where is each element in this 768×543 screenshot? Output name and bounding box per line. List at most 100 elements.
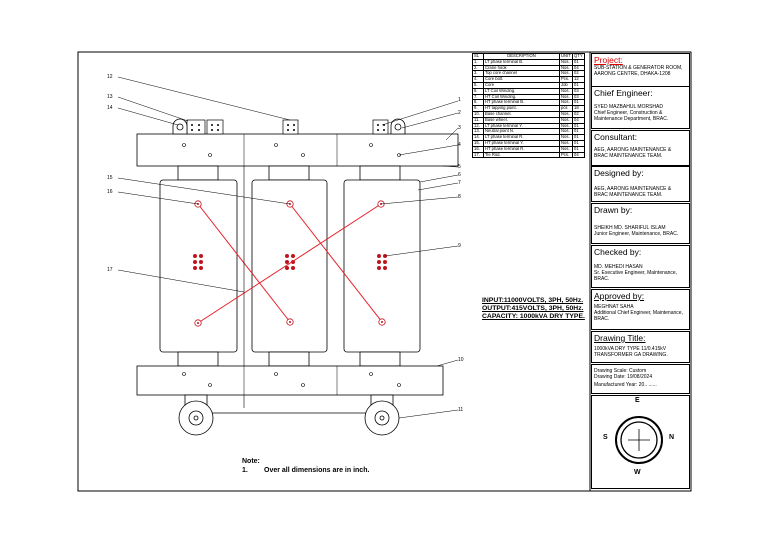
designed-by-line-1: AEG, AARONG MAINTENANCE & <box>594 186 672 192</box>
callout-12: 12 <box>107 74 113 80</box>
drawn-by-line-1: SHEIKH MD. SHARIFUL ISLAM <box>594 225 666 231</box>
callout-8: 8 <box>458 194 461 200</box>
bom-qty: 01 <box>572 145 585 153</box>
bom-unit: Nos. <box>559 139 573 147</box>
compass-label-top: E <box>635 397 640 404</box>
checked-by-line-1: MD. MEHEDI HASAN <box>594 264 643 270</box>
approved-by-box: Approved by: MEGHNAT SAHA Additional Chi… <box>591 289 690 330</box>
transformer-spec: INPUT:11000VOLTS, 3PH, 50Hz. OUTPUT:415V… <box>482 297 585 321</box>
drawing-title-line-2: TRANSFORMER GA DRAWING. <box>594 352 668 358</box>
bom-row: 16.HT phase terminal R.Nos.01 <box>472 145 585 153</box>
project-line-1: SUB-STATION & GENERATOR ROOM, <box>594 65 683 71</box>
bom-qty: 04 <box>572 151 585 159</box>
bom-qty: 01 <box>572 139 585 147</box>
callout-6: 6 <box>458 172 461 178</box>
consultant-line-2: BRAC MAINTENANCE TEAM. <box>594 153 663 159</box>
callout-16: 16 <box>107 189 113 195</box>
note-title: Note: <box>242 458 260 465</box>
callout-13: 13 <box>107 94 113 100</box>
callout-15: 15 <box>107 175 113 181</box>
manufactured-year: Manufactured Year: 20.. ...... <box>594 382 657 388</box>
drawing-note: Note: 1. Over all dimensions are in inch. <box>242 457 369 475</box>
bom-qty: 01 <box>572 128 585 136</box>
bom-row: 17.Tie Rod.Pcs.04 <box>472 151 585 159</box>
callout-10: 10 <box>458 357 464 363</box>
note-item-text: Over all dimensions are in inch. <box>264 467 370 474</box>
compass-label-right: N <box>669 434 675 441</box>
checked-by-box: Checked by: MD. MEHEDI HASAN Sr. Executi… <box>591 245 690 288</box>
approved-by-line-2: Additional Chief Engineer, Maintenance, <box>594 310 683 316</box>
callout-4: 4 <box>458 142 461 148</box>
project-line-2: AARONG CENTRE, DHAKA-1208 <box>594 71 671 77</box>
bill-of-materials-table: SL DESCRIPTION UNIT QTY 1.LT phase termi… <box>472 53 585 159</box>
sheet-border <box>77 51 692 492</box>
compass-label-left: S <box>603 434 608 441</box>
approved-by-heading: Approved by: <box>594 291 645 301</box>
base-wheels <box>178 394 400 436</box>
consultant-line-1: AEG, AARONG MAINTENANCE & <box>594 147 672 153</box>
bom-unit: Nos. <box>559 134 573 141</box>
callout-5: 5 <box>458 164 461 170</box>
drawing-date: Drawing Date: 19/08/2024 <box>594 374 653 380</box>
bom-header-row: SL DESCRIPTION UNIT QTY <box>472 53 585 60</box>
chief-engineer-line-2: Chief Engineer, Construction & <box>594 110 663 116</box>
compass-label-bottom: W <box>634 469 641 476</box>
chief-engineer-box: Chief Engineer: SYED MAZBAHUL MORSHAD Ch… <box>591 86 690 129</box>
compass <box>615 416 663 464</box>
coil-windings <box>159 165 421 367</box>
checked-by-heading: Checked by: <box>594 247 642 257</box>
crane-hooks <box>172 118 406 135</box>
callout-2: 2 <box>458 110 461 116</box>
chief-engineer-heading: Chief Engineer: <box>594 88 653 98</box>
bom-unit: Pcs. <box>559 151 573 159</box>
callout-17: 17 <box>107 267 113 273</box>
callout-11: 11 <box>458 407 464 413</box>
bom-row: 13.Neutral point N.Nos.01 <box>472 128 585 136</box>
leader-lines <box>117 76 459 419</box>
lt-terminals <box>186 119 389 135</box>
bom-header-unit: UNIT <box>559 53 573 60</box>
chief-engineer-line-1: SYED MAZBAHUL MORSHAD <box>594 104 663 110</box>
project-heading: Project: <box>594 55 623 65</box>
checked-by-line-3: BRAC. <box>594 276 610 282</box>
callout-7: 7 <box>458 180 461 186</box>
drawing-title-line-1: 1000kVA DRY TYPE 11/0.415kV <box>594 346 667 352</box>
approved-by-line-1: MEGHNAT SAHA <box>594 304 634 310</box>
compass-box <box>591 395 690 489</box>
drawing-info-box: Drawing Scale: Custom Drawing Date: 19/0… <box>591 364 690 394</box>
approved-by-line-3: BRAC. <box>594 316 610 322</box>
drawing-scale: Drawing Scale: Custom <box>594 368 647 374</box>
checked-by-line-2: Sr. Executive Engineer, Maintenance, <box>594 270 678 276</box>
drawing-title-heading: Drawing Title: <box>594 333 646 343</box>
callout-9: 9 <box>458 243 461 249</box>
designed-by-line-2: BRAC MAINTENANCE TEAM. <box>594 192 663 198</box>
consultant-heading: Consultant: <box>594 132 637 142</box>
spec-output: OUTPUT:415VOLTS, 3PH, 50Hz. <box>482 305 584 312</box>
bom-row: 14.LT phase terminal R.Nos.01 <box>472 134 585 141</box>
designed-by-heading: Designed by: <box>594 168 644 178</box>
note-item: 1. Over all dimensions are in inch. <box>242 466 369 475</box>
bom-header-qty: QTY <box>572 53 585 60</box>
callout-3: 3 <box>458 125 461 131</box>
designed-by-box: Designed by: AEG, AARONG MAINTENANCE & B… <box>591 166 690 202</box>
callout-14: 14 <box>107 105 113 111</box>
bom-unit: Nos. <box>559 145 573 153</box>
chief-engineer-line-3: Maintenance Department, BRAC. <box>594 116 669 122</box>
bom-unit: Nos. <box>559 128 573 136</box>
bom-qty: 01 <box>572 134 585 141</box>
bom-row: 15.HT phase terminal Y.Nos.01 <box>472 139 585 147</box>
callout-1: 1 <box>458 97 461 103</box>
spec-capacity: CAPACITY: 1000kVA DRY TYPE. <box>482 313 585 320</box>
drawn-by-box: Drawn by: SHEIKH MD. SHARIFUL ISLAM Juni… <box>591 203 690 244</box>
consultant-box: Consultant: AEG, AARONG MAINTENANCE & BR… <box>591 130 690 166</box>
bom-description: Tie Rod. <box>483 151 560 159</box>
core-bolts-top <box>182 143 401 157</box>
note-item-number: 1. <box>242 467 248 474</box>
drawing-title-box: Drawing Title: 1000kVA DRY TYPE 11/0.415… <box>591 331 690 363</box>
drawn-by-heading: Drawn by: <box>594 205 633 215</box>
bom-sl: 17. <box>472 151 484 159</box>
drawn-by-line-2: Junior Engineer, Maintenance, BRAC. <box>594 231 679 237</box>
spec-input: INPUT:11000VOLTS, 3PH, 50Hz. <box>482 297 584 304</box>
top-core-channel <box>136 133 459 167</box>
